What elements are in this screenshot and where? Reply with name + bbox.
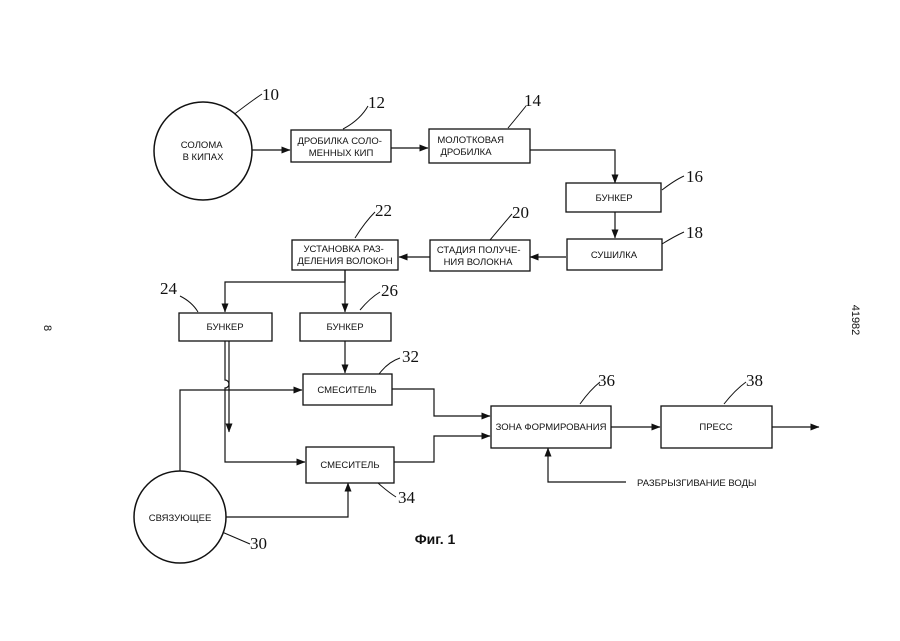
node-26: БУНКЕР 26 bbox=[300, 281, 398, 341]
leader-30 bbox=[222, 532, 250, 544]
node-24-label-line1: БУНКЕР bbox=[206, 322, 243, 333]
node-16-ref: 16 bbox=[686, 167, 703, 186]
flow-edges bbox=[180, 148, 819, 517]
node-36-label-line1: ЗОНА ФОРМИРОВАНИЯ bbox=[496, 422, 607, 433]
edge-22-24 bbox=[225, 270, 345, 312]
node-12-label-line2: МЕННЫХ КИП bbox=[309, 148, 374, 159]
page-number: 8 bbox=[41, 325, 53, 331]
leader-32 bbox=[379, 358, 400, 374]
node-36-label: ЗОНА ФОРМИРОВАНИЯ bbox=[496, 422, 607, 433]
node-18-label: СУШИЛКА bbox=[591, 250, 638, 261]
node-10: СОЛОМА В КИПАХ 10 bbox=[154, 85, 279, 200]
node-34-ref: 34 bbox=[398, 488, 416, 507]
water-spray-label: РАЗБРЫЗГИВАНИЕ ВОДЫ bbox=[637, 478, 756, 489]
node-32-label: СМЕСИТЕЛЬ bbox=[317, 385, 376, 396]
node-38-label-line1: ПРЕСС bbox=[699, 422, 732, 433]
edge-24-34 bbox=[225, 341, 305, 462]
node-22: УСТАНОВКА РАЗ- ДЕЛЕНИЯ ВОЛОКОН 22 bbox=[292, 201, 398, 270]
leader-10 bbox=[232, 94, 262, 116]
node-32: СМЕСИТЕЛЬ 32 bbox=[303, 347, 419, 405]
node-32-ref: 32 bbox=[402, 347, 419, 366]
node-30-ref: 30 bbox=[250, 534, 267, 553]
node-20-label-line2: НИЯ ВОЛОКНА bbox=[444, 257, 514, 268]
node-10-ref: 10 bbox=[262, 85, 279, 104]
edge-14-16 bbox=[530, 150, 615, 183]
node-22-label: УСТАНОВКА РАЗ- ДЕЛЕНИЯ ВОЛОКОН bbox=[297, 244, 392, 267]
leader-22 bbox=[355, 212, 375, 238]
node-38-label: ПРЕСС bbox=[699, 422, 732, 433]
node-38-ref: 38 bbox=[746, 371, 763, 390]
leader-36 bbox=[580, 382, 600, 404]
node-24-label: БУНКЕР bbox=[206, 322, 243, 333]
node-30-label-line1: СВЯЗУЮЩЕЕ bbox=[149, 513, 212, 524]
document-number: 41982 bbox=[849, 305, 861, 336]
node-22-ref: 22 bbox=[375, 201, 392, 220]
node-16-label: БУНКЕР bbox=[595, 193, 632, 204]
node-18: СУШИЛКА 18 bbox=[567, 223, 703, 270]
leader-20 bbox=[490, 214, 512, 240]
node-10-label: СОЛОМА В КИПАХ bbox=[181, 140, 225, 163]
node-22-label-line2: ДЕЛЕНИЯ ВОЛОКОН bbox=[297, 256, 392, 267]
leader-12 bbox=[343, 106, 368, 129]
node-32-label-line1: СМЕСИТЕЛЬ bbox=[317, 385, 376, 396]
node-24: БУНКЕР 24 bbox=[160, 279, 272, 341]
leader-26 bbox=[360, 292, 380, 310]
node-24-ref: 24 bbox=[160, 279, 178, 298]
node-20-ref: 20 bbox=[512, 203, 529, 222]
node-34: СМЕСИТЕЛЬ 34 bbox=[306, 447, 416, 507]
node-20: СТАДИЯ ПОЛУЧЕ- НИЯ ВОЛОКНА 20 bbox=[430, 203, 530, 271]
node-34-label-line1: СМЕСИТЕЛЬ bbox=[320, 460, 379, 471]
node-18-label-line1: СУШИЛКА bbox=[591, 250, 638, 261]
node-14-label-line1: МОЛОТКОВАЯ bbox=[437, 135, 504, 146]
node-12-label: ДРОБИЛКА СОЛО- МЕННЫХ КИП bbox=[297, 136, 384, 159]
node-16-label-line1: БУНКЕР bbox=[595, 193, 632, 204]
node-12-label-line1: ДРОБИЛКА СОЛО- bbox=[297, 136, 381, 147]
node-10-label-line2: В КИПАХ bbox=[183, 152, 225, 163]
node-12: ДРОБИЛКА СОЛО- МЕННЫХ КИП 12 bbox=[291, 93, 391, 162]
edge-water-36 bbox=[548, 448, 626, 482]
node-26-label: БУНКЕР bbox=[326, 322, 363, 333]
node-36: ЗОНА ФОРМИРОВАНИЯ 36 bbox=[491, 371, 615, 448]
node-14: МОЛОТКОВАЯ ДРОБИЛКА 14 bbox=[429, 91, 542, 163]
node-20-label-line1: СТАДИЯ ПОЛУЧЕ- bbox=[437, 245, 521, 256]
node-10-label-line1: СОЛОМА bbox=[181, 140, 223, 151]
node-10-shape bbox=[154, 102, 252, 200]
node-26-label-line1: БУНКЕР bbox=[326, 322, 363, 333]
leader-24 bbox=[180, 296, 198, 312]
leader-38 bbox=[724, 382, 746, 404]
node-12-ref: 12 bbox=[368, 93, 385, 112]
node-26-ref: 26 bbox=[381, 281, 398, 300]
figure-caption: Фиг. 1 bbox=[415, 531, 456, 547]
node-16: БУНКЕР 16 bbox=[566, 167, 703, 212]
edge-32-36 bbox=[392, 389, 490, 416]
node-22-label-line1: УСТАНОВКА РАЗ- bbox=[304, 244, 384, 255]
leader-34 bbox=[378, 483, 396, 497]
node-38: ПРЕСС 38 bbox=[661, 371, 772, 448]
node-30-label: СВЯЗУЮЩЕЕ bbox=[149, 513, 212, 524]
node-14-ref: 14 bbox=[524, 91, 542, 110]
node-20-label: СТАДИЯ ПОЛУЧЕ- НИЯ ВОЛОКНА bbox=[437, 245, 523, 268]
leader-16 bbox=[662, 176, 684, 190]
node-14-label-line2: ДРОБИЛКА bbox=[440, 147, 492, 158]
node-34-label: СМЕСИТЕЛЬ bbox=[320, 460, 379, 471]
leader-18 bbox=[662, 232, 684, 244]
edge-34-36 bbox=[394, 436, 490, 462]
node-18-ref: 18 bbox=[686, 223, 703, 242]
node-36-ref: 36 bbox=[598, 371, 615, 390]
edge-30-34 bbox=[226, 483, 348, 517]
